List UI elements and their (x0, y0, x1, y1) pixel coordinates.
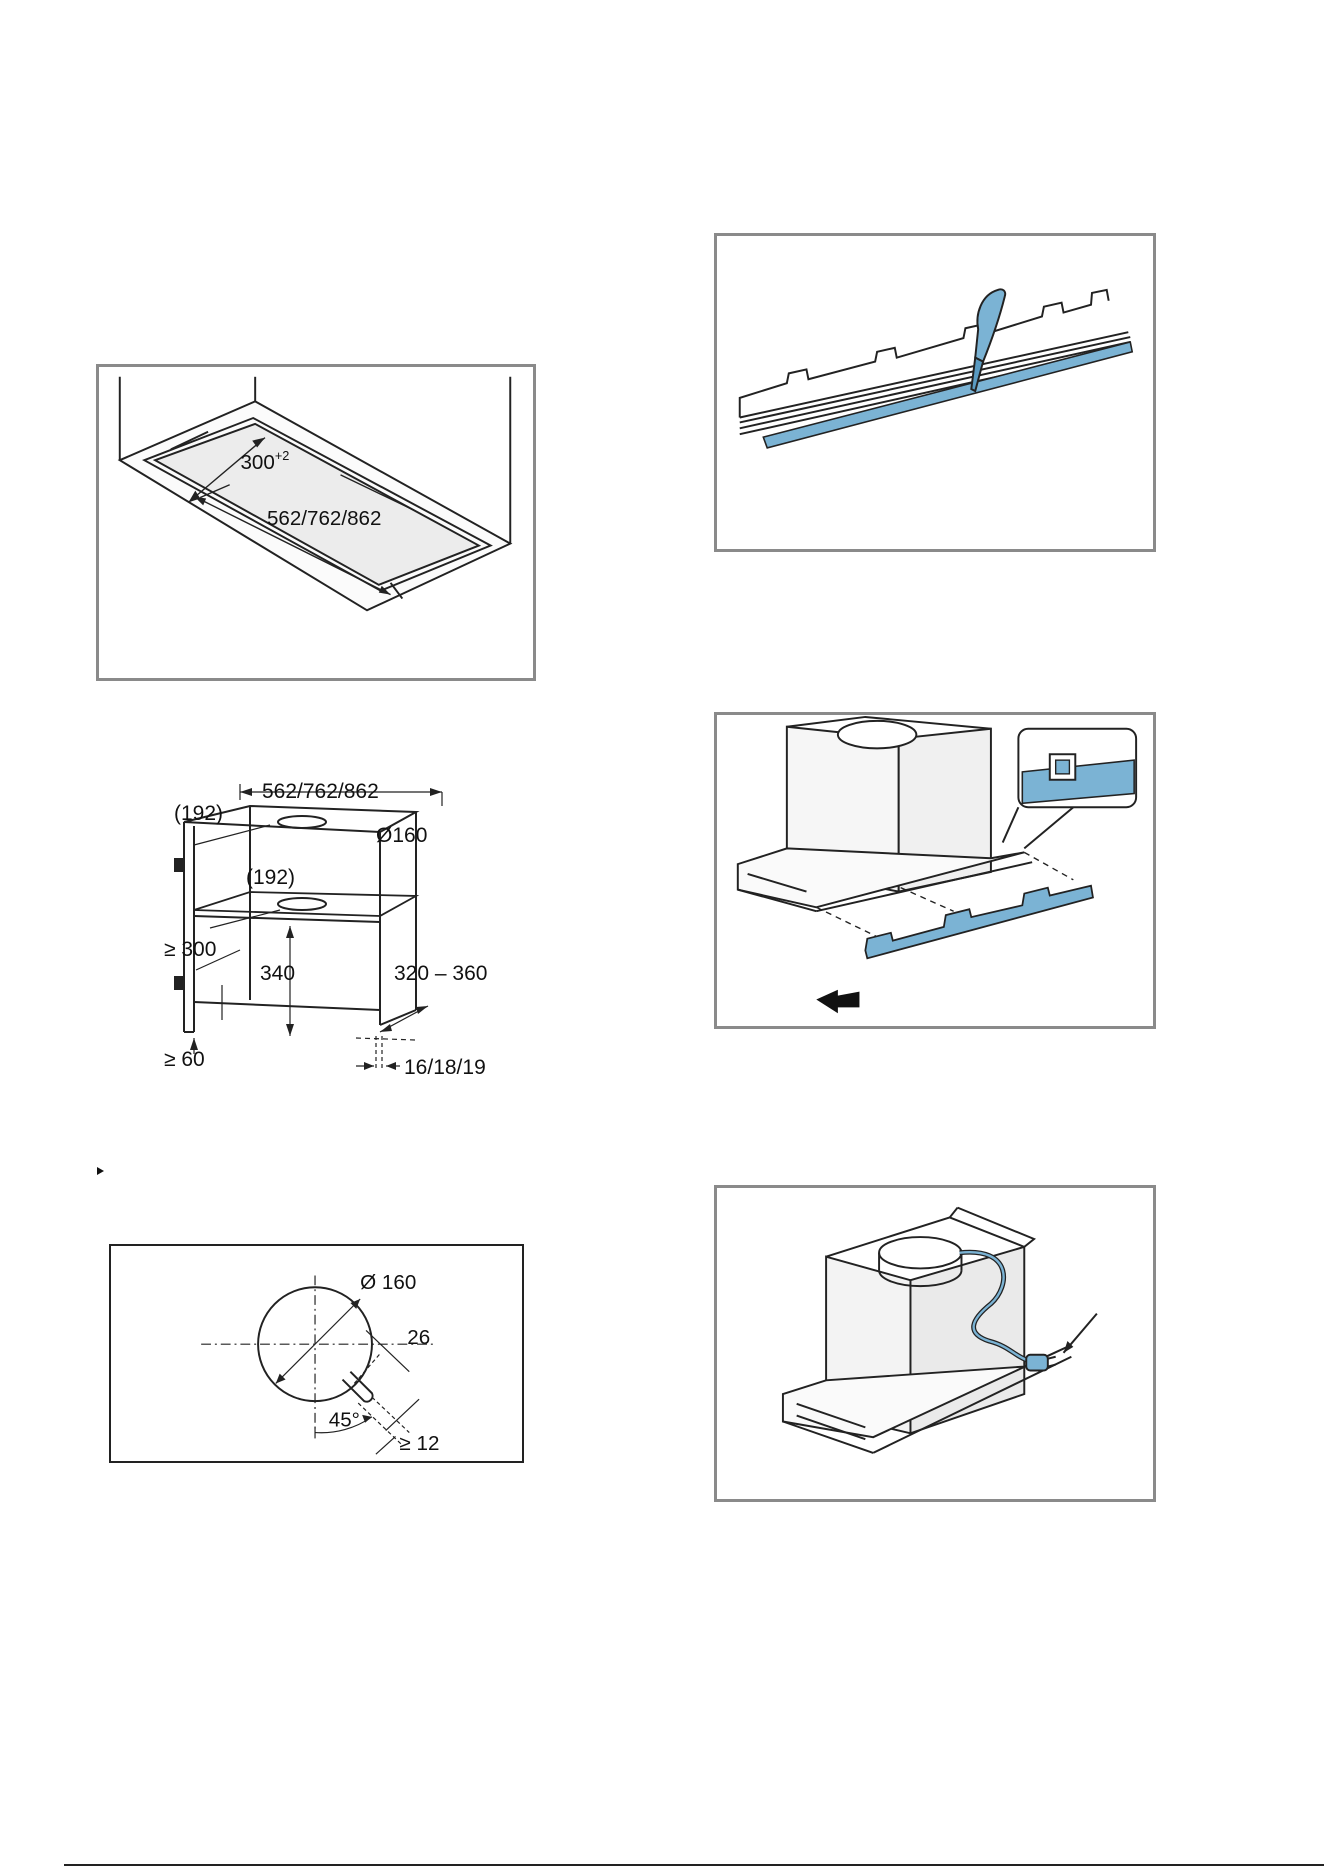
power-plug-icon (1026, 1355, 1055, 1371)
bullet-marker-icon (97, 1167, 104, 1175)
cabinet-width-label: 562/762/862 (262, 780, 379, 803)
cabinet-min-bottom: ≥ 60 (164, 1048, 205, 1071)
cabinet-shelf-height: 340 (260, 962, 295, 985)
hole-slot-length-label: 26 (407, 1326, 430, 1349)
hole-angle-label: 45° (329, 1409, 360, 1432)
cabinet-offset-top: (192) (174, 802, 223, 825)
footer-rule (64, 1864, 1324, 1866)
cabinet-offset-mid: (192) (246, 866, 295, 889)
strip-drawing (717, 715, 1153, 1026)
figure-strip-panel (714, 712, 1156, 1029)
figure-cabinet: 562/762/862 (192) Ø160 (192) ≥ 300 340 3… (160, 770, 520, 1090)
hole-diameter-label: Ø 160 (360, 1271, 416, 1294)
cabinet-min-height: ≥ 300 (164, 938, 216, 961)
hole-min-gap-label: ≥ 12 (399, 1432, 439, 1455)
cabinet-depth-range: 320 – 360 (394, 962, 487, 985)
hole-drawing: Ø 160 26 45° ≥ 12 (111, 1246, 522, 1461)
cabinet-drawing: 562/762/862 (192) Ø160 (192) ≥ 300 340 3… (160, 770, 520, 1090)
push-arrow-icon (816, 990, 859, 1014)
plug-drawing (717, 1188, 1153, 1499)
cabinet-board-thickness: 16/18/19 (404, 1056, 486, 1079)
figure-knife-panel (714, 233, 1156, 552)
figure-plug-panel (714, 1185, 1156, 1502)
cutout-length-label: 562/762/862 (267, 507, 382, 530)
cutout-drawing: 300+2 562/762/862 (99, 367, 533, 678)
cabinet-hole-diameter: Ø160 (376, 824, 427, 847)
figure-cutout-panel: 300+2 562/762/862 (96, 364, 536, 681)
knife-drawing (717, 236, 1153, 549)
figure-hole-panel: Ø 160 26 45° ≥ 12 (109, 1244, 524, 1463)
